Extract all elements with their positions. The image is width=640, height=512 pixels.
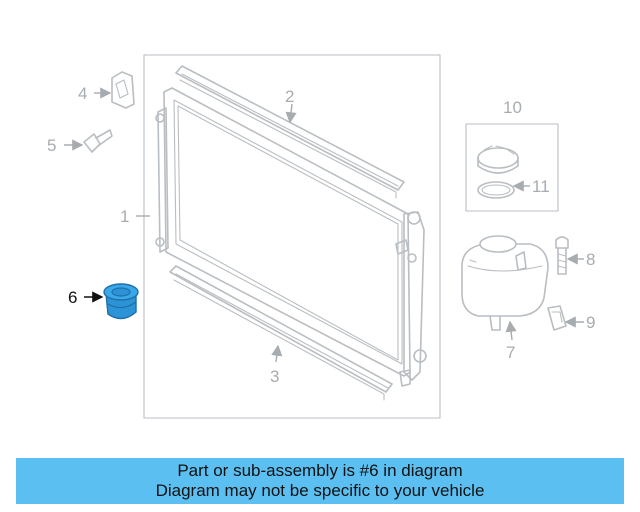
part-5-bolt — [83, 129, 113, 153]
leader-2 — [285, 103, 297, 124]
part-3-lower-seal-strip — [169, 265, 393, 401]
banner-line-1: Part or sub-assembly is #6 in diagram — [177, 461, 463, 480]
callout-10: 10 — [503, 98, 522, 117]
part-10-cap — [477, 145, 519, 174]
reservoir-cap-group-frame — [465, 123, 559, 212]
callout-6: 6 — [68, 288, 77, 307]
part-9-clip — [547, 305, 567, 331]
callout-9: 9 — [586, 313, 595, 332]
info-banner: Part or sub-assembly is #6 in diagram Di… — [16, 458, 624, 504]
banner-line-2: Diagram may not be specific to your vehi… — [155, 481, 485, 500]
part-2-upper-seal-strip — [175, 65, 405, 199]
radiator-group-frame — [143, 54, 441, 419]
callout-1: 1 — [120, 207, 129, 226]
callout-11: 11 — [532, 177, 550, 196]
callout-5: 5 — [47, 136, 56, 155]
callout-2: 2 — [285, 87, 294, 106]
callout-8: 8 — [586, 250, 595, 269]
part-1-radiator — [155, 87, 427, 387]
part-4-bracket — [111, 71, 135, 109]
part-6-grommet-highlighted — [103, 283, 139, 320]
callout-7: 7 — [506, 343, 515, 362]
leader-7 — [505, 320, 517, 341]
leader-3 — [271, 344, 283, 363]
part-11-o-ring — [477, 181, 515, 199]
part-8-bolt — [555, 236, 569, 275]
callout-4: 4 — [78, 84, 87, 103]
callout-3: 3 — [270, 367, 279, 386]
parts-diagram: 1 2 3 4 5 6 7 8 9 10 11 — [47, 54, 595, 419]
part-7-expansion-tank — [461, 235, 549, 331]
